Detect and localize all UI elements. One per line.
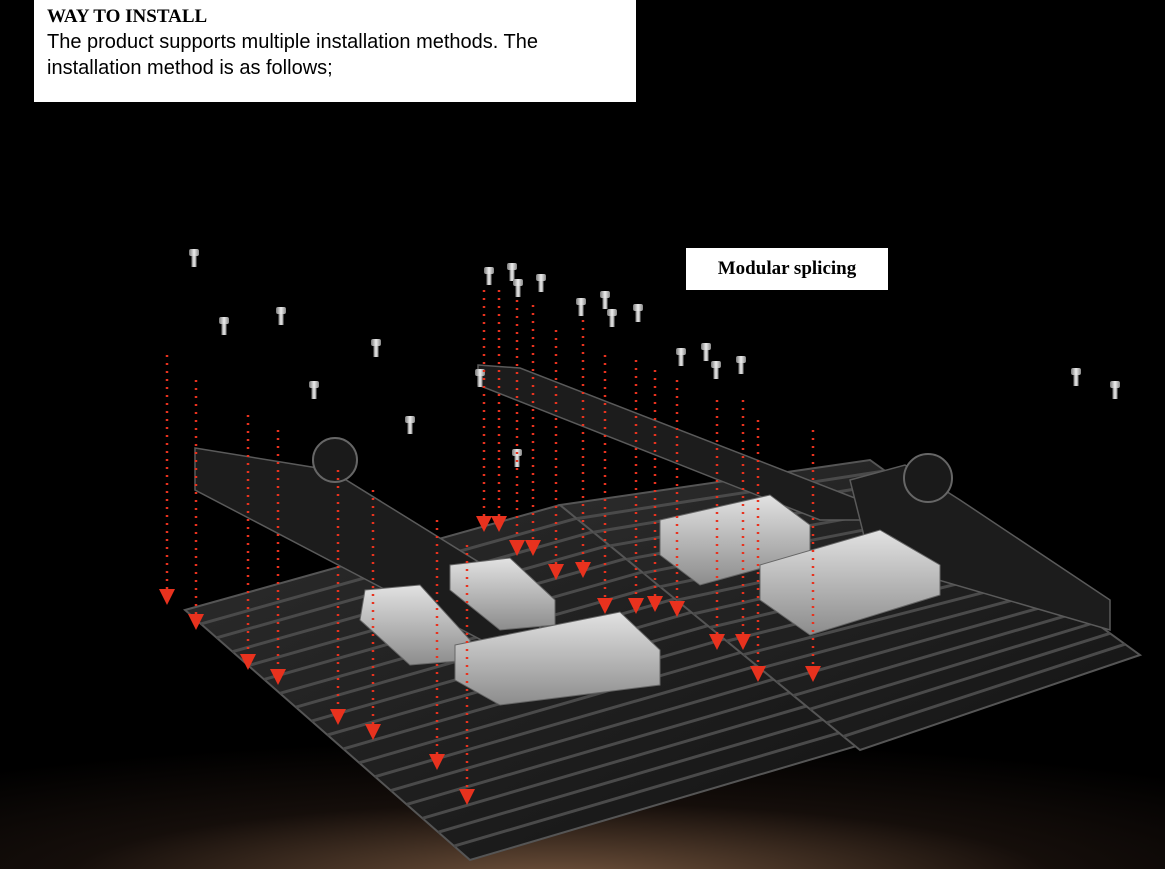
screw-icon [507,263,517,281]
down-arrow-icon [365,490,381,740]
heatsink-fin [759,588,1051,670]
heatsink-fin [826,631,1111,725]
down-arrow-icon [330,470,346,725]
down-arrow-icon [548,330,564,580]
screw-icon [475,369,485,387]
down-arrow-icon [647,370,663,612]
heatsink-fin [576,469,886,521]
heatsink-fin [358,650,744,765]
screw-icon [484,267,494,285]
screw-icon [276,307,286,325]
screw-icon [711,361,721,379]
down-arrow-icon [750,420,766,682]
screw-icon [633,304,643,322]
screw-icon [1071,368,1081,386]
heatsink-fin [437,716,828,834]
down-arrow-icon [525,305,541,556]
down-arrow-icon [491,290,507,532]
heatsink-fin [406,690,794,806]
intro-text-box: WAY TO INSTALL The product supports mult… [34,0,636,102]
down-arrow-icon [270,430,286,685]
down-arrow-icon [575,320,591,578]
section-title: WAY TO INSTALL [47,6,208,27]
install-arrows [159,290,821,805]
bracket-pivot [903,453,953,503]
down-arrow-icon [669,380,685,617]
down-arrow-icon [159,355,175,605]
screw-icon [536,274,546,292]
method-label: Modular splicing [686,248,888,290]
down-arrow-icon [429,520,445,770]
screw-icon [512,449,522,467]
heatsink-fin [453,730,844,848]
screw-icon [1110,381,1120,399]
led-driver [454,611,661,706]
heatsink-fin [776,599,1066,684]
down-arrow-icon [628,360,644,614]
heatsink-fin [842,642,1126,738]
screw-icon [600,291,610,309]
bracket-pivot [312,437,358,483]
down-arrow-icon [240,415,256,670]
down-arrow-icon [459,545,475,805]
down-arrow-icon [476,290,492,532]
heatsink-fin [809,621,1096,711]
screw-icon [405,416,415,434]
section-description: The product supports multiple installati… [47,31,539,79]
heatsink-fin [422,703,811,820]
down-arrow-icon [735,400,751,650]
screw-icon [371,339,381,357]
screw-icon [513,279,523,297]
screw-icon [576,298,586,316]
screws [189,249,1120,467]
down-arrow-icon [188,380,204,630]
screw-icon [701,343,711,361]
heatsink-fin [390,676,778,792]
heatsink-fin [279,583,661,695]
down-arrow-icon [709,400,725,650]
screw-icon [189,249,199,267]
down-arrow-icon [597,355,613,614]
down-arrow-icon [509,300,525,556]
mounting-brackets [194,364,1111,656]
screw-icon [607,309,617,327]
led-drivers [359,494,941,706]
screw-icon [676,348,686,366]
screw-icon [219,317,229,335]
screw-icon [309,381,319,399]
led-driver [759,529,941,636]
down-arrow-icon [805,430,821,682]
heatsink-fin [792,610,1081,697]
screw-icon [736,356,746,374]
